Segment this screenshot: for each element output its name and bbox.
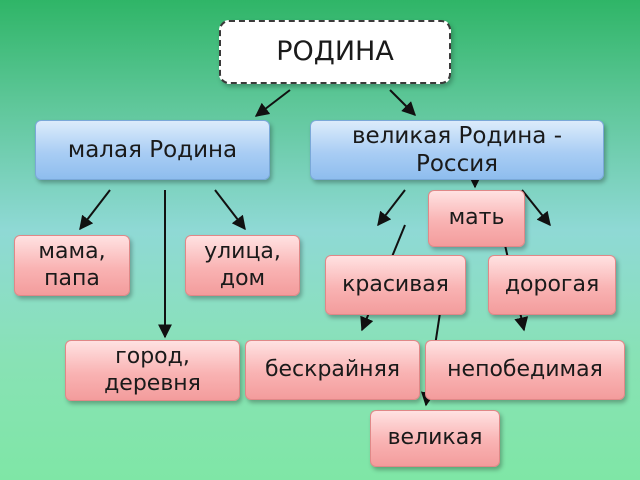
beautiful-label: красивая bbox=[342, 271, 449, 297]
great-homeland-label: великая Родина - Россия bbox=[351, 122, 563, 177]
boundless-node: бескрайняя bbox=[245, 340, 420, 400]
dear-node: дорогая bbox=[488, 255, 616, 315]
arrow-root-to-small bbox=[254, 89, 291, 117]
arrow-small-to-street bbox=[214, 189, 246, 231]
arrow-small-to-mama bbox=[79, 189, 111, 231]
city-village-node: город, деревня bbox=[65, 340, 240, 401]
dear-label: дорогая bbox=[504, 271, 600, 297]
root-node: РОДИНА bbox=[219, 20, 451, 84]
great-label: великая bbox=[387, 425, 483, 451]
root-label: РОДИНА bbox=[276, 35, 394, 67]
street-house-label: улица, дом bbox=[204, 238, 281, 291]
small-homeland-label: малая Родина bbox=[67, 136, 238, 163]
city-village-label: город, деревня bbox=[104, 343, 201, 396]
mama-papa-node: мама, папа bbox=[14, 235, 130, 296]
mama-papa-label: мама, папа bbox=[38, 238, 106, 291]
small-homeland-node: малая Родина bbox=[35, 120, 270, 180]
street-house-node: улица, дом bbox=[185, 235, 300, 296]
arrow-great-to-beautiful bbox=[377, 189, 406, 227]
invincible-label: непобедимая bbox=[447, 356, 603, 382]
great-node: великая bbox=[370, 410, 500, 467]
invincible-node: непобедимая bbox=[425, 340, 625, 400]
arrow-root-to-great bbox=[389, 89, 416, 116]
great-homeland-node: великая Родина - Россия bbox=[310, 120, 604, 180]
boundless-label: бескрайняя bbox=[264, 356, 401, 382]
arrow-great-to-dear bbox=[521, 189, 551, 227]
beautiful-node: красивая bbox=[325, 255, 466, 315]
mother-node: мать bbox=[428, 190, 525, 247]
mother-label: мать bbox=[448, 205, 505, 231]
